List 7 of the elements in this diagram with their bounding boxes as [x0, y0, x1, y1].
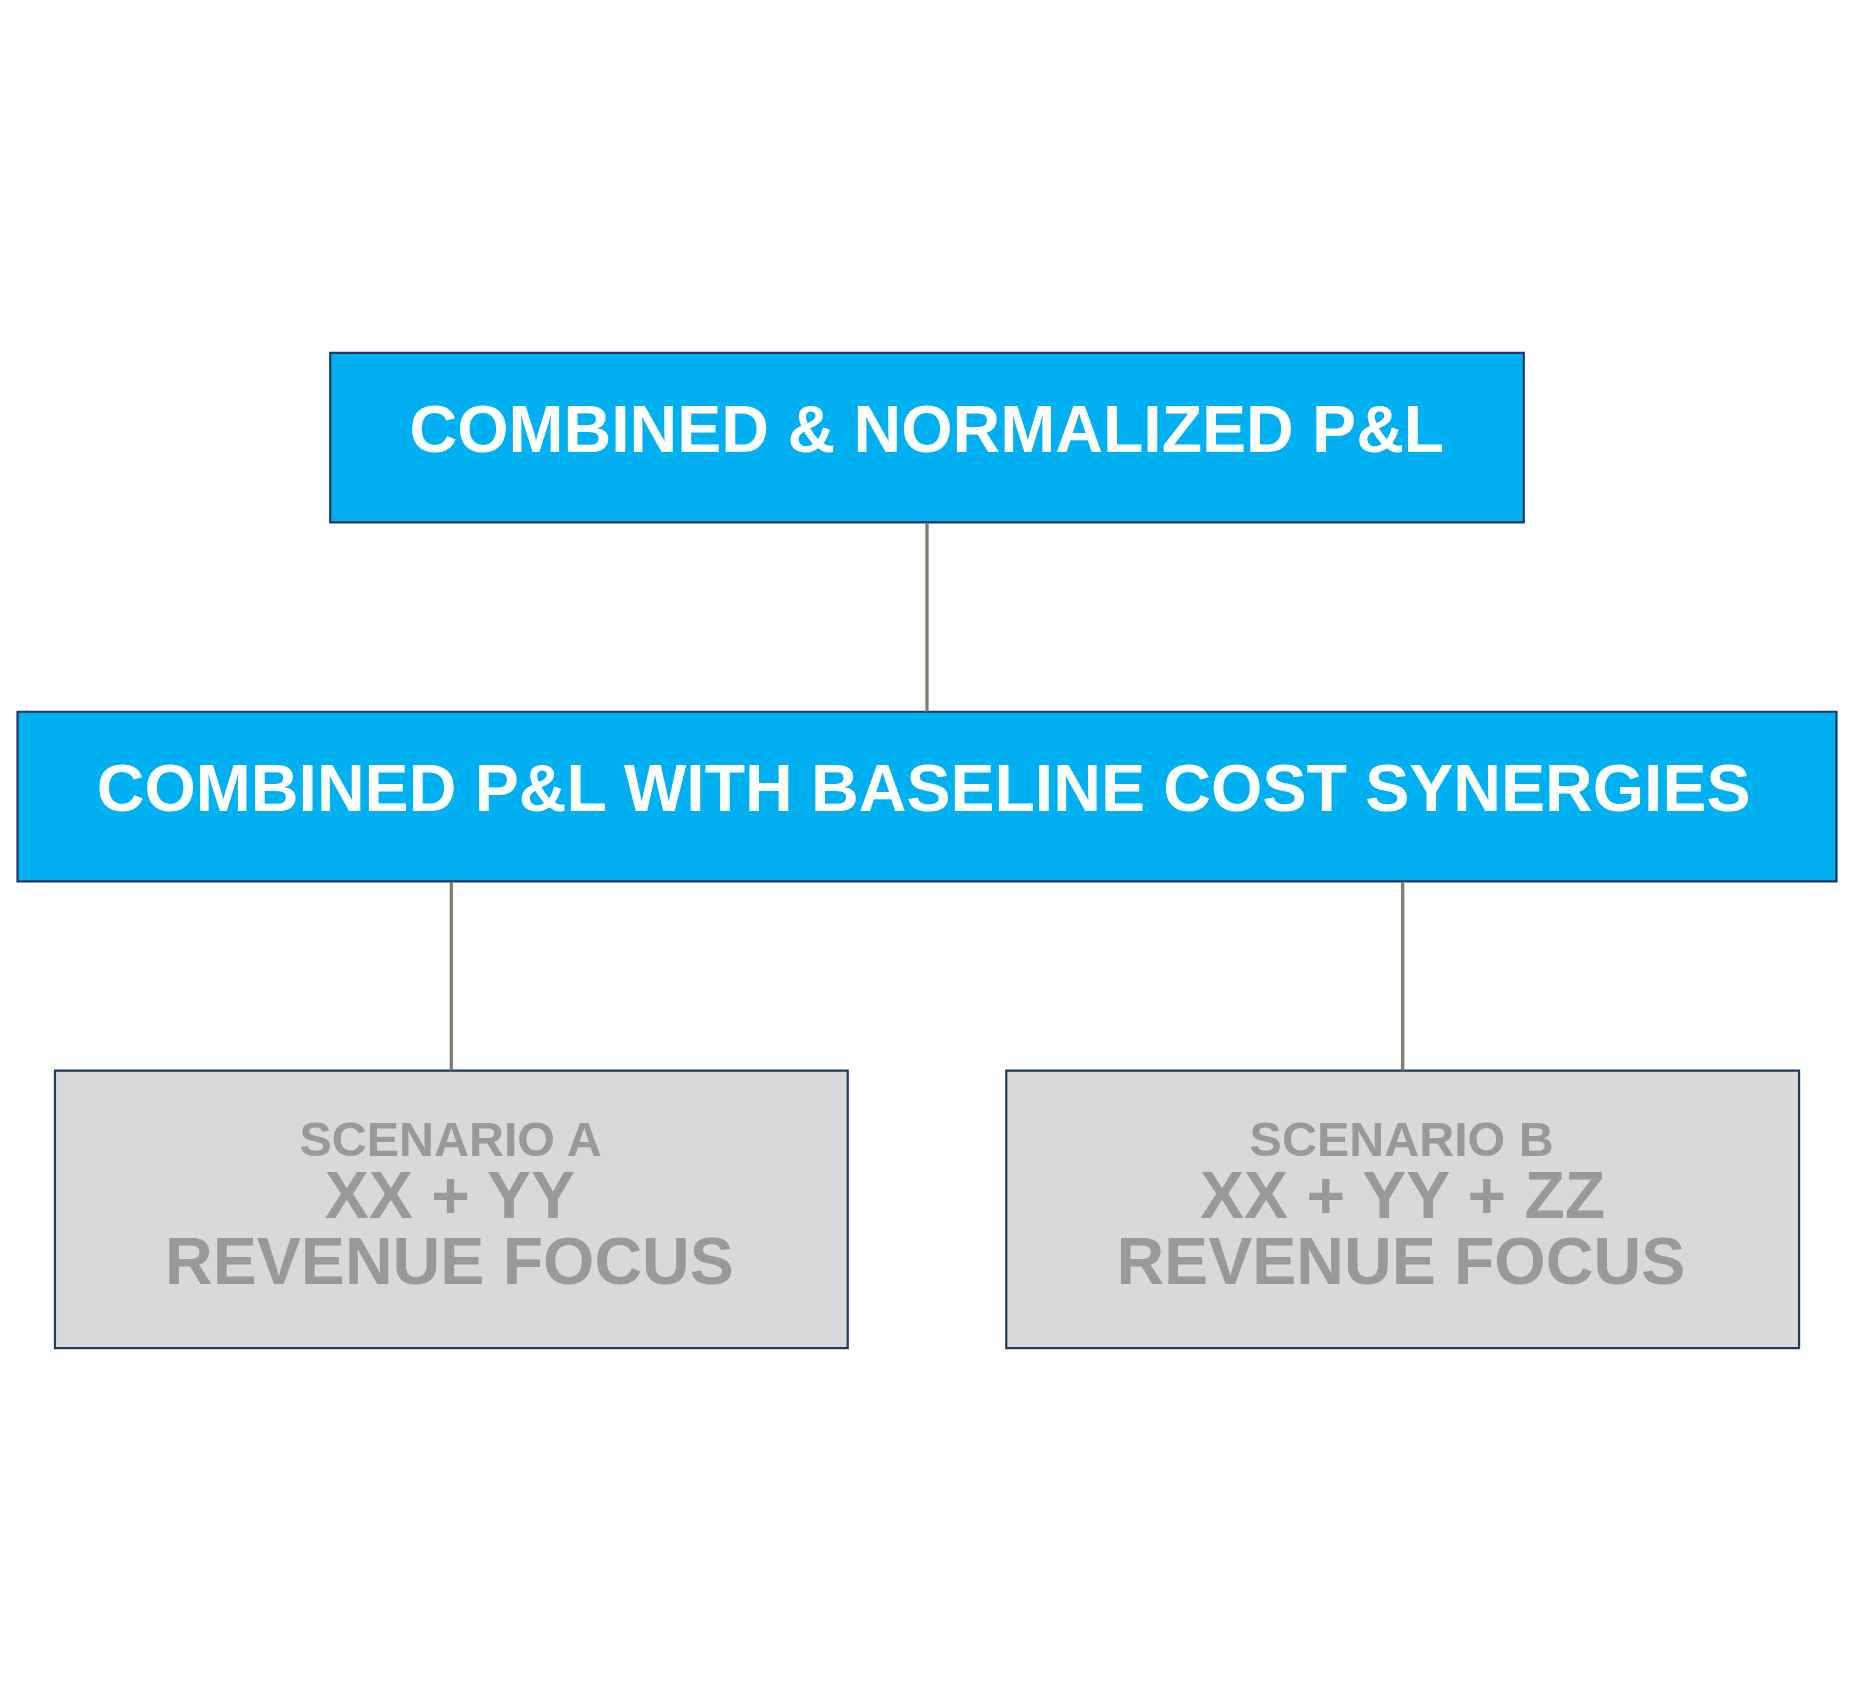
node-box: COMBINED & NORMALIZED P&L	[329, 351, 1525, 524]
connector	[449, 882, 453, 1071]
node-box: SCENARIO B XX + YY + ZZ REVENUE FOCUS	[1005, 1069, 1801, 1350]
node-box: COMBINED P&L WITH BASELINE COST SYNERGIES	[16, 710, 1838, 883]
node-box: SCENARIO A XX + YY REVENUE FOCUS	[53, 1069, 849, 1350]
connector	[1401, 882, 1405, 1071]
connector	[925, 522, 929, 712]
